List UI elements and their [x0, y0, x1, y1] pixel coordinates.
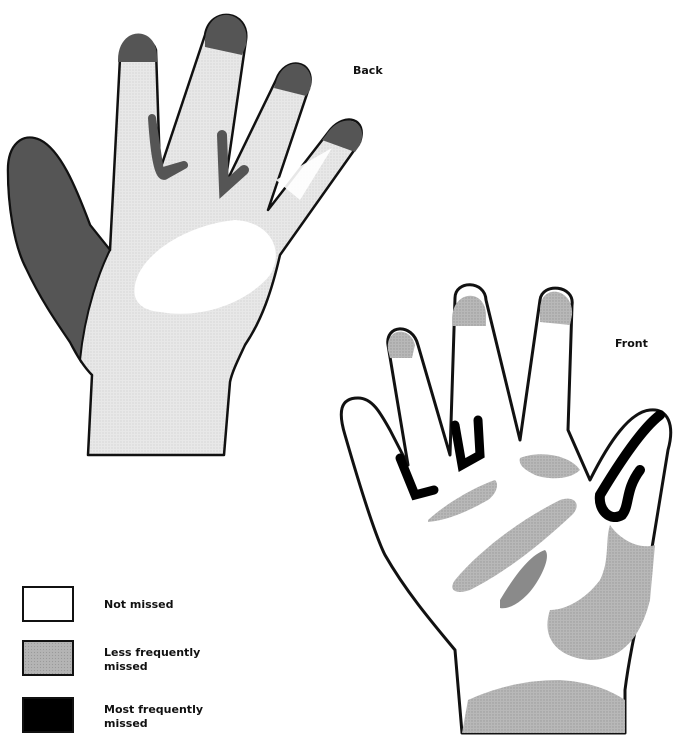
legend-swatch-most-missed	[22, 697, 74, 733]
back-hand	[8, 15, 362, 455]
legend-label-less-missed: Less frequently missed	[104, 646, 264, 674]
legend-swatch-not-missed	[22, 586, 74, 622]
legend-swatch-less-missed	[22, 640, 74, 676]
legend-label-not-missed: Not missed	[104, 598, 264, 612]
front-hand	[341, 285, 670, 733]
legend-item-less-missed: Less frequently missed	[22, 640, 322, 680]
back-hand-label: Back	[353, 64, 383, 77]
back-fingertip-index	[118, 33, 157, 62]
legend-label-most-missed: Most frequently missed	[104, 703, 264, 731]
legend-item-most-missed: Most frequently missed	[22, 697, 322, 737]
legend-item-not-missed: Not missed	[22, 586, 322, 626]
front-hand-label: Front	[615, 337, 648, 350]
